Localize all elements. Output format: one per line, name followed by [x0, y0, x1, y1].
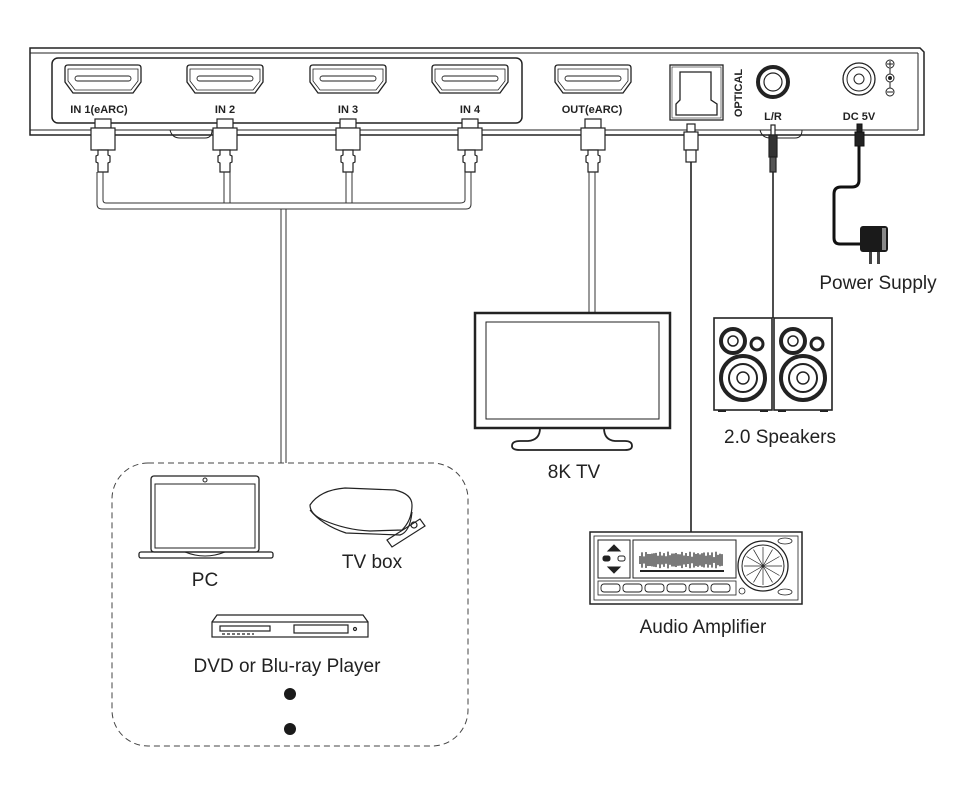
dc-power-port: [842, 62, 876, 96]
speakers-icon: [713, 317, 833, 412]
hdmi-port-in2: [186, 64, 264, 94]
speakers-label: 2.0 Speakers: [724, 427, 836, 448]
hdmi-port-in3: [309, 64, 387, 94]
port-label-in1: IN 1(eARC): [70, 104, 128, 116]
audio-cable: [768, 124, 778, 318]
hdmi-plug: [335, 118, 361, 173]
port-label-out: OUT(eARC): [562, 104, 623, 116]
audio-jack-port: [756, 65, 790, 99]
more-devices-dot: [284, 688, 296, 700]
amplifier-label: Audio Amplifier: [640, 617, 767, 638]
input-cable-bus: [96, 172, 472, 463]
hdmi-plug: [90, 118, 116, 173]
input-panel: [51, 57, 523, 124]
dvd-player-label: DVD or Blu-ray Player: [194, 656, 382, 677]
hdmi-port-in1: [64, 64, 142, 94]
port-label-optical: OPTICAL: [733, 69, 745, 118]
power-cable: [832, 123, 865, 246]
laptop-icon: [138, 475, 274, 559]
polarity-icon: [885, 59, 895, 97]
tv-box-icon: [309, 487, 426, 548]
power-adapter-icon: [860, 226, 888, 264]
power-supply-label: Power Supply: [819, 273, 937, 294]
speaker-icon: [713, 317, 773, 412]
tvbox-label: TV box: [342, 552, 403, 573]
hdmi-port-in4: [431, 64, 509, 94]
port-label-in2: IN 2: [215, 104, 235, 116]
dvd-player-icon: [211, 614, 369, 638]
output-cable: [588, 172, 596, 313]
pc-label: PC: [192, 570, 218, 591]
port-label-in4: IN 4: [460, 104, 481, 116]
tv-icon: [473, 311, 672, 451]
port-label-in3: IN 3: [338, 104, 358, 116]
hdmi-plug: [457, 118, 483, 173]
hdmi-port-out: [554, 64, 632, 94]
port-label-lr: L/R: [764, 111, 782, 123]
more-devices-dot: [284, 723, 296, 735]
port-label-dc: DC 5V: [843, 111, 876, 123]
optical-port: [669, 64, 724, 121]
audio-amplifier-icon: [589, 531, 803, 605]
tv-label: 8K TV: [548, 462, 601, 483]
hdmi-plug: [580, 118, 606, 173]
sources-group: [111, 462, 469, 747]
hdmi-plug: [212, 118, 238, 173]
optical-cable: [683, 123, 699, 532]
speaker-icon: [773, 317, 833, 412]
